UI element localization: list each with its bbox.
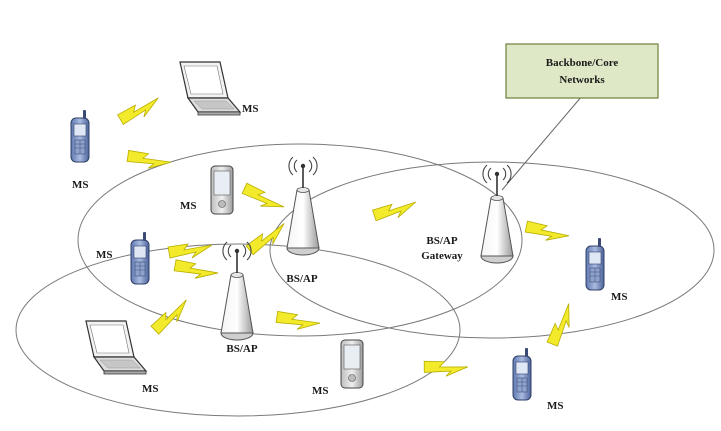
ms-label: MS [312, 385, 329, 397]
backbone-label-line2: Networks [559, 74, 605, 86]
link-bolt [116, 96, 164, 126]
mobile-phone-icon [130, 231, 150, 285]
link-bolt [421, 357, 469, 381]
backbone-box [505, 43, 659, 99]
coverage-ring-lower [15, 243, 461, 417]
link-bolt [240, 180, 286, 218]
bs-ap-gateway-label-line1: BS/AP [426, 235, 457, 247]
bs-ap-label: BS/AP [286, 273, 317, 285]
link-bolt [371, 200, 419, 222]
mobile-phone-icon [70, 109, 90, 163]
link-bolt [171, 256, 219, 286]
ms-label: MS [142, 383, 159, 395]
link-bolt [522, 217, 570, 249]
laptop-icon [85, 320, 147, 375]
bs-ap-label: BS/AP [226, 343, 257, 355]
link-bolt [544, 302, 581, 349]
ms-label: MS [72, 179, 89, 191]
ms-label: MS [180, 200, 197, 212]
backbone-network: Backbone/Core Networks [501, 43, 659, 191]
link-bolt [244, 222, 291, 257]
link-bolt [148, 298, 194, 336]
pda-icon [340, 339, 364, 389]
bs-ap-tower-icon [220, 241, 254, 341]
backbone-link [501, 95, 583, 191]
ms-label: MS [242, 103, 259, 115]
bs-ap-gateway-tower-icon [480, 164, 514, 264]
link-bolt [124, 147, 172, 175]
ms-label: MS [96, 249, 113, 261]
ms-label: MS [547, 400, 564, 412]
mobile-phone-icon [512, 347, 532, 401]
ms-label: MS [611, 291, 628, 303]
bs-ap-gateway-label-line2: Gateway [421, 250, 463, 262]
pda-icon [210, 165, 234, 215]
coverage-ring-central [77, 143, 523, 337]
coverage-ring-gateway [269, 161, 715, 339]
link-bolt [273, 308, 321, 336]
mobile-phone-icon [585, 237, 605, 291]
bs-ap-tower-icon [286, 156, 320, 256]
base-stations: BS/AP BS/AP BS/AP Gateway [220, 156, 514, 355]
backbone-label-line1: Backbone/Core [546, 57, 619, 69]
coverage-areas [15, 143, 715, 417]
laptop-icon [179, 61, 241, 116]
mobile-stations: MS MS MS MS MS MS MS MS [70, 61, 628, 412]
